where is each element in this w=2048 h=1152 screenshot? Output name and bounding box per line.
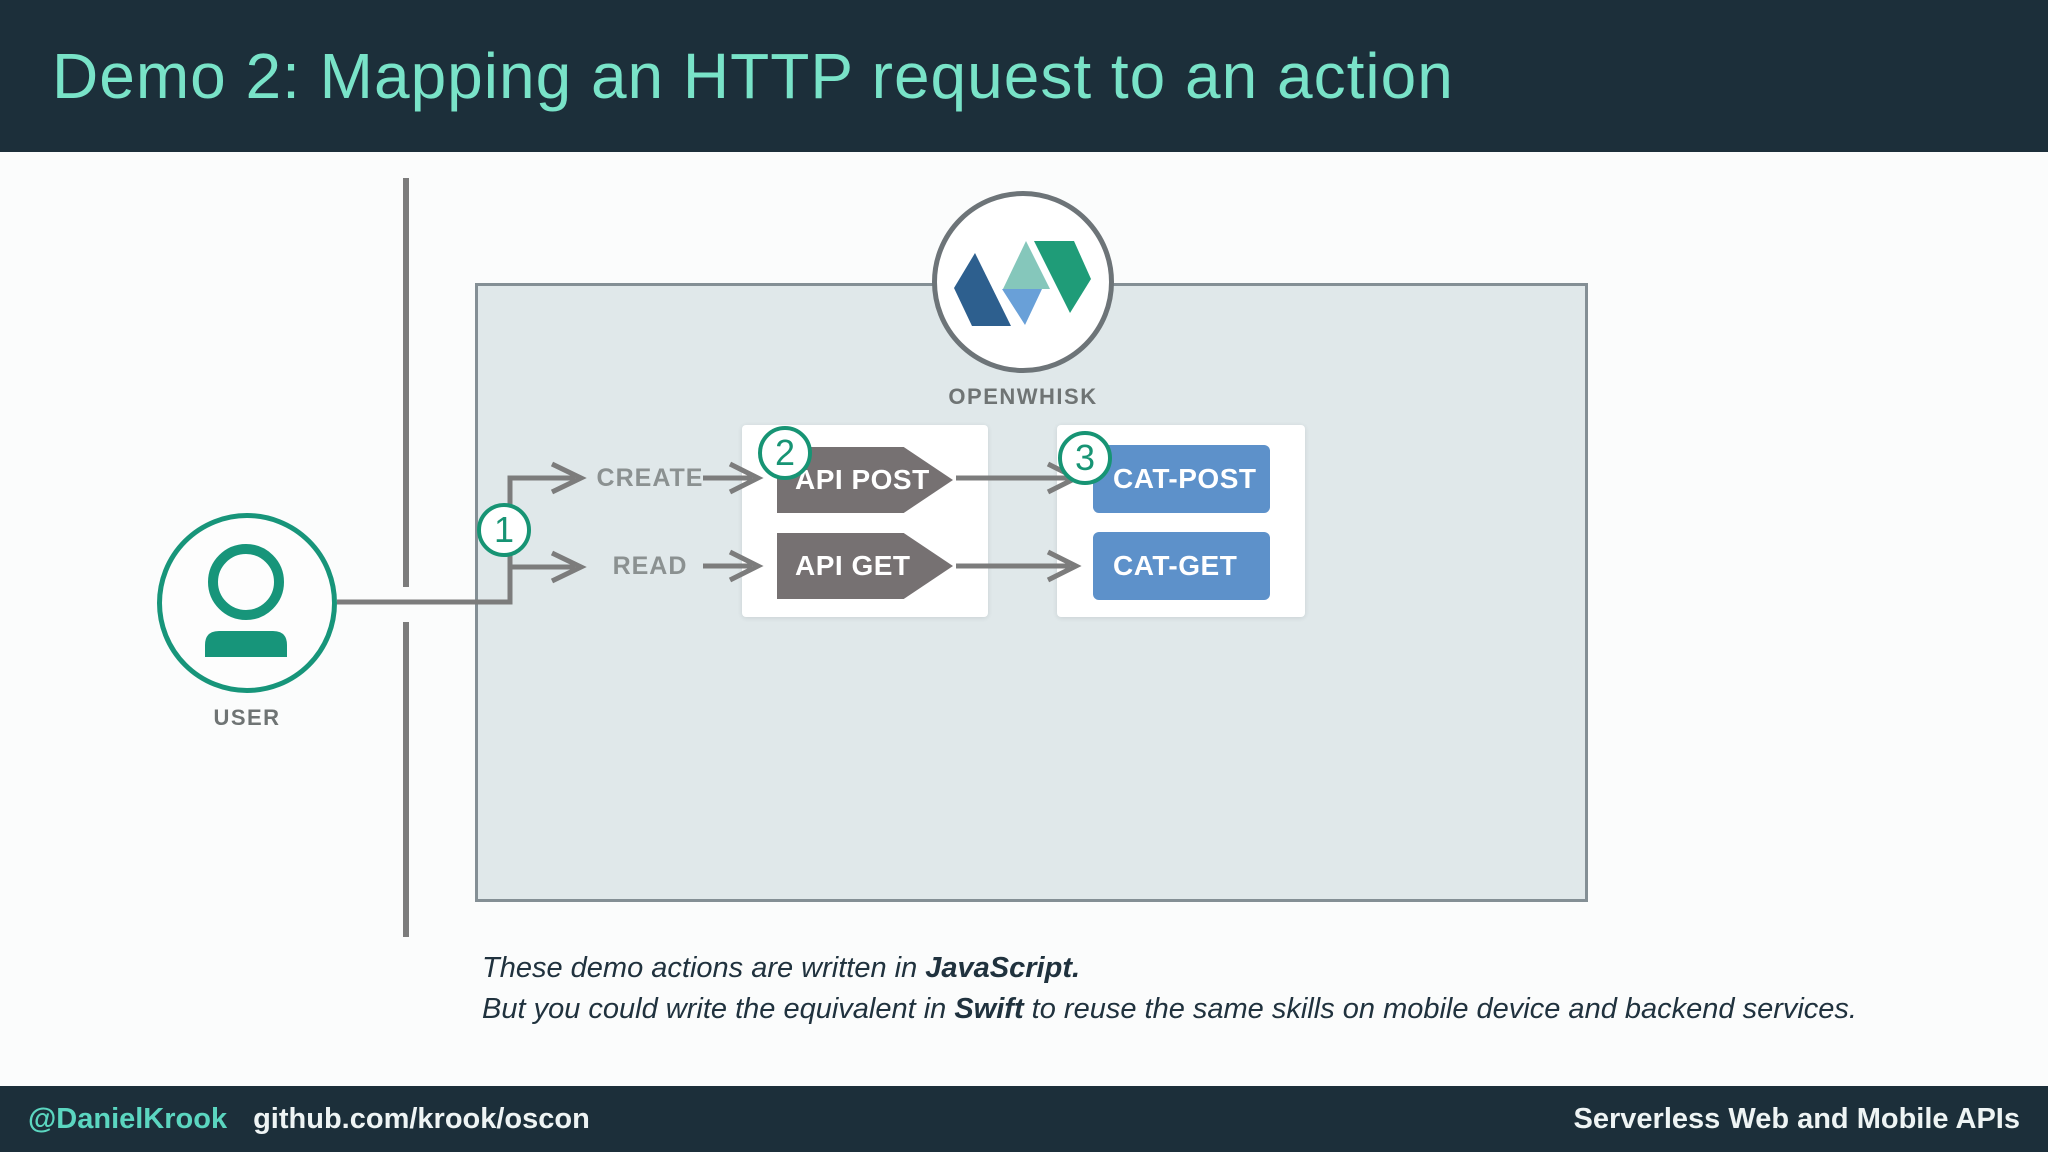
openwhisk-logo-icon [954, 241, 1091, 326]
slide-footer: @DanielKrook github.com/krook/oscon Serv… [0, 1086, 2048, 1152]
user-label: USER [213, 705, 281, 730]
deck-title: Serverless Web and Mobile APIs [1573, 1102, 2020, 1135]
caption-line2-text: But you could write the equivalent in [482, 993, 955, 1025]
step-badge-3: 3 [1058, 431, 1112, 485]
caption-line1-bold: JavaScript. [925, 952, 1081, 984]
actions-panel: CAT-POST CAT-GET [1057, 425, 1305, 617]
user-icon [205, 544, 287, 657]
swimlane-divider-top [403, 178, 409, 587]
openwhisk-label: OPENWHISK [948, 384, 1098, 409]
slide-title: Demo 2: Mapping an HTTP request to an ac… [52, 40, 1454, 112]
caption-line2-bold: Swift [954, 993, 1024, 1025]
caption-line2-suffix: to reuse the same skills on mobile devic… [1023, 993, 1857, 1025]
api-get-tag: API GET [777, 533, 953, 599]
slide-header: Demo 2: Mapping an HTTP request to an ac… [0, 0, 2048, 152]
step-badge-2: 2 [758, 426, 812, 480]
cat-get-action: CAT-GET [1093, 532, 1270, 600]
github-repo: github.com/krook/oscon [253, 1102, 590, 1135]
openwhisk-boundary-box [475, 283, 1588, 902]
caption: These demo actions are written in JavaSc… [482, 948, 1857, 1030]
twitter-handle: @DanielKrook [28, 1102, 228, 1135]
caption-line1-text: These demo actions are written in [482, 952, 926, 984]
read-label: READ [612, 552, 688, 580]
caption-line-1: These demo actions are written in JavaSc… [482, 948, 1857, 989]
step-badge-1: 1 [477, 503, 531, 557]
create-label: CREATE [596, 464, 704, 492]
user-node-circle [157, 513, 337, 693]
caption-line-2: But you could write the equivalent in Sw… [482, 989, 1857, 1030]
cat-post-action: CAT-POST [1093, 445, 1270, 513]
swimlane-divider-bottom [403, 622, 409, 937]
